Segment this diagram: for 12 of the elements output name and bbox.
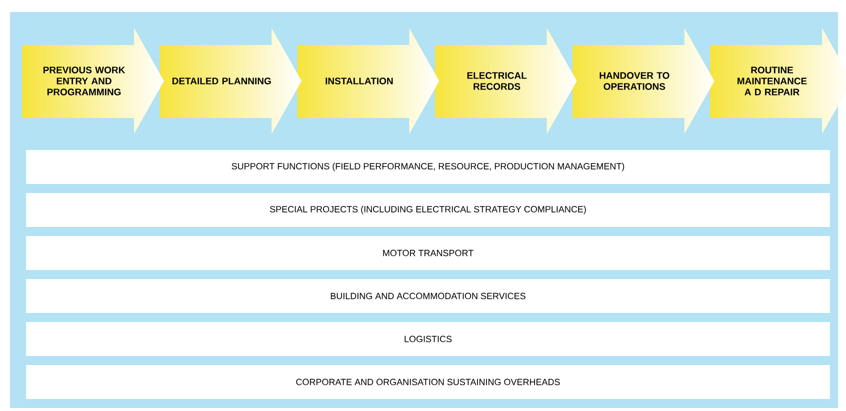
process-arrow: ELECTRICAL RECORDS bbox=[467, 72, 527, 90]
function-bar: SPECIAL PROJECTS (INCLUDING ELECTRICAL STRATEGY COMPLIANCE) bbox=[26, 193, 830, 227]
function-bar: CORPORATE AND ORGANISATION SUSTAINING OVERHEADS bbox=[26, 365, 830, 399]
function-bar: BUILDING AND ACCOMMODATION SERVICES bbox=[26, 279, 830, 313]
process-arrow: DETAILED PLANNING bbox=[172, 78, 271, 84]
function-bar: LOGISTICS bbox=[26, 322, 830, 356]
process-arrow: ROUTINE MAINTENANCE A D REPAIR bbox=[738, 66, 807, 96]
function-bar: MOTOR TRANSPORT bbox=[26, 236, 830, 270]
process-arrow: HANDOVER TO OPERATIONS bbox=[600, 72, 670, 90]
function-bar: SUPPORT FUNCTIONS (FIELD PERFORMANCE, RESOURCE, PRODUCTION MANAGEMENT) bbox=[26, 150, 830, 184]
process-arrow: INSTALLATION bbox=[326, 78, 393, 84]
process-arrow: PREVIOUS WORK ENTRY AND PROGRAMMING bbox=[43, 66, 126, 96]
